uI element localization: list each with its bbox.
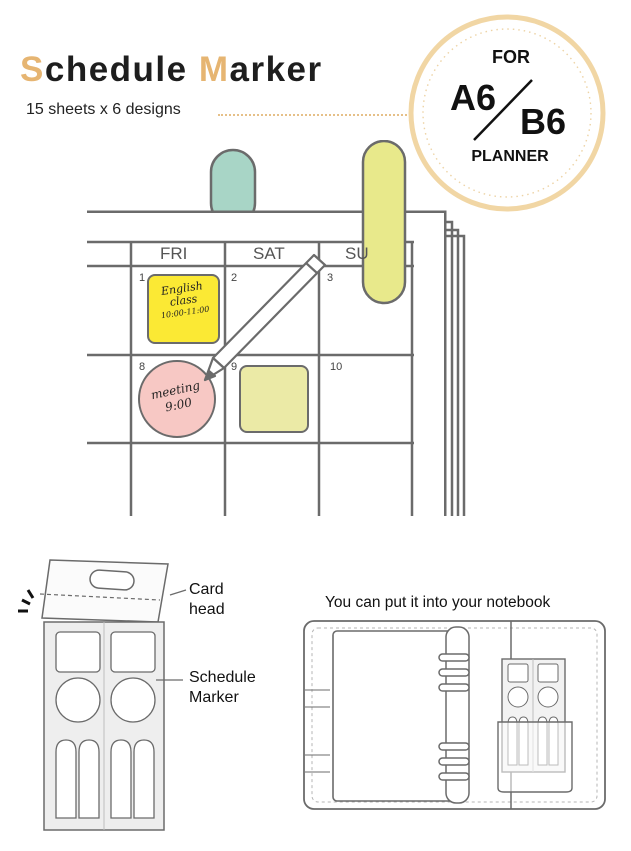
fold-indicator-icon [18,589,35,613]
product-card-diagram [18,559,187,831]
date-2: 2 [231,272,238,284]
binder-rings [438,653,470,781]
schedule-marker-label-line2: Marker [189,689,239,706]
schedule-marker-label-line1: Schedule [189,669,256,686]
card-head-label-line2: head [189,601,225,618]
badge-dotted-ring [422,28,592,198]
card-head-leader [169,589,187,596]
title-word-marker: arker [229,50,323,89]
card-head-label-line1: Card [189,581,224,598]
day-header-fri: FRI [160,244,188,263]
pencil-icon [203,253,327,382]
pink-circle-note [138,360,216,438]
green-square-note [239,365,309,433]
badge-slash [473,79,533,141]
title-word-schedule: chedule [44,50,199,89]
day-header-sat: SAT [253,244,285,263]
date-9: 9 [231,361,238,373]
title-initial-m: M [198,50,230,89]
calendar-illustration [87,140,466,518]
notebook-pocket [497,721,573,793]
badge-for: FOR [492,47,530,67]
badge-planner: PLANNER [471,148,549,165]
tab-stickers [55,739,155,819]
subtitle: 15 sheets x 6 designs [26,101,181,118]
planner-size-badge [408,14,606,212]
square-sticker [55,631,101,673]
badge-size-a6: A6 [449,77,497,118]
date-3: 3 [327,272,334,284]
calendar-grid [87,240,414,516]
badge-outer-ring [408,14,606,212]
card-head-hole [89,569,135,591]
card-head-label: Card head [189,580,225,620]
date-8: 8 [139,361,146,373]
badge-size-b6: B6 [519,101,567,142]
page-title: Schedule Marker [20,50,323,90]
notebook-caption: You can put it into your notebook [325,594,551,611]
circle-sticker [110,677,156,723]
yellow-sticky-note [147,274,220,344]
dotted-divider [218,114,418,116]
product-illustrations [18,559,606,831]
circle-sticker [55,677,101,723]
schedule-marker-label: Schedule Marker [189,668,256,708]
card-head [41,559,169,623]
day-header-sun: SU [345,244,369,263]
date-1: 1 [139,272,146,284]
notebook-diagram [303,620,606,810]
title-initial-s: S [20,50,45,89]
card-fold-line [39,593,161,601]
yellow-tab-marker [361,140,407,305]
square-sticker [110,631,156,673]
pen-loop [305,689,330,773]
date-10: 10 [330,361,343,373]
